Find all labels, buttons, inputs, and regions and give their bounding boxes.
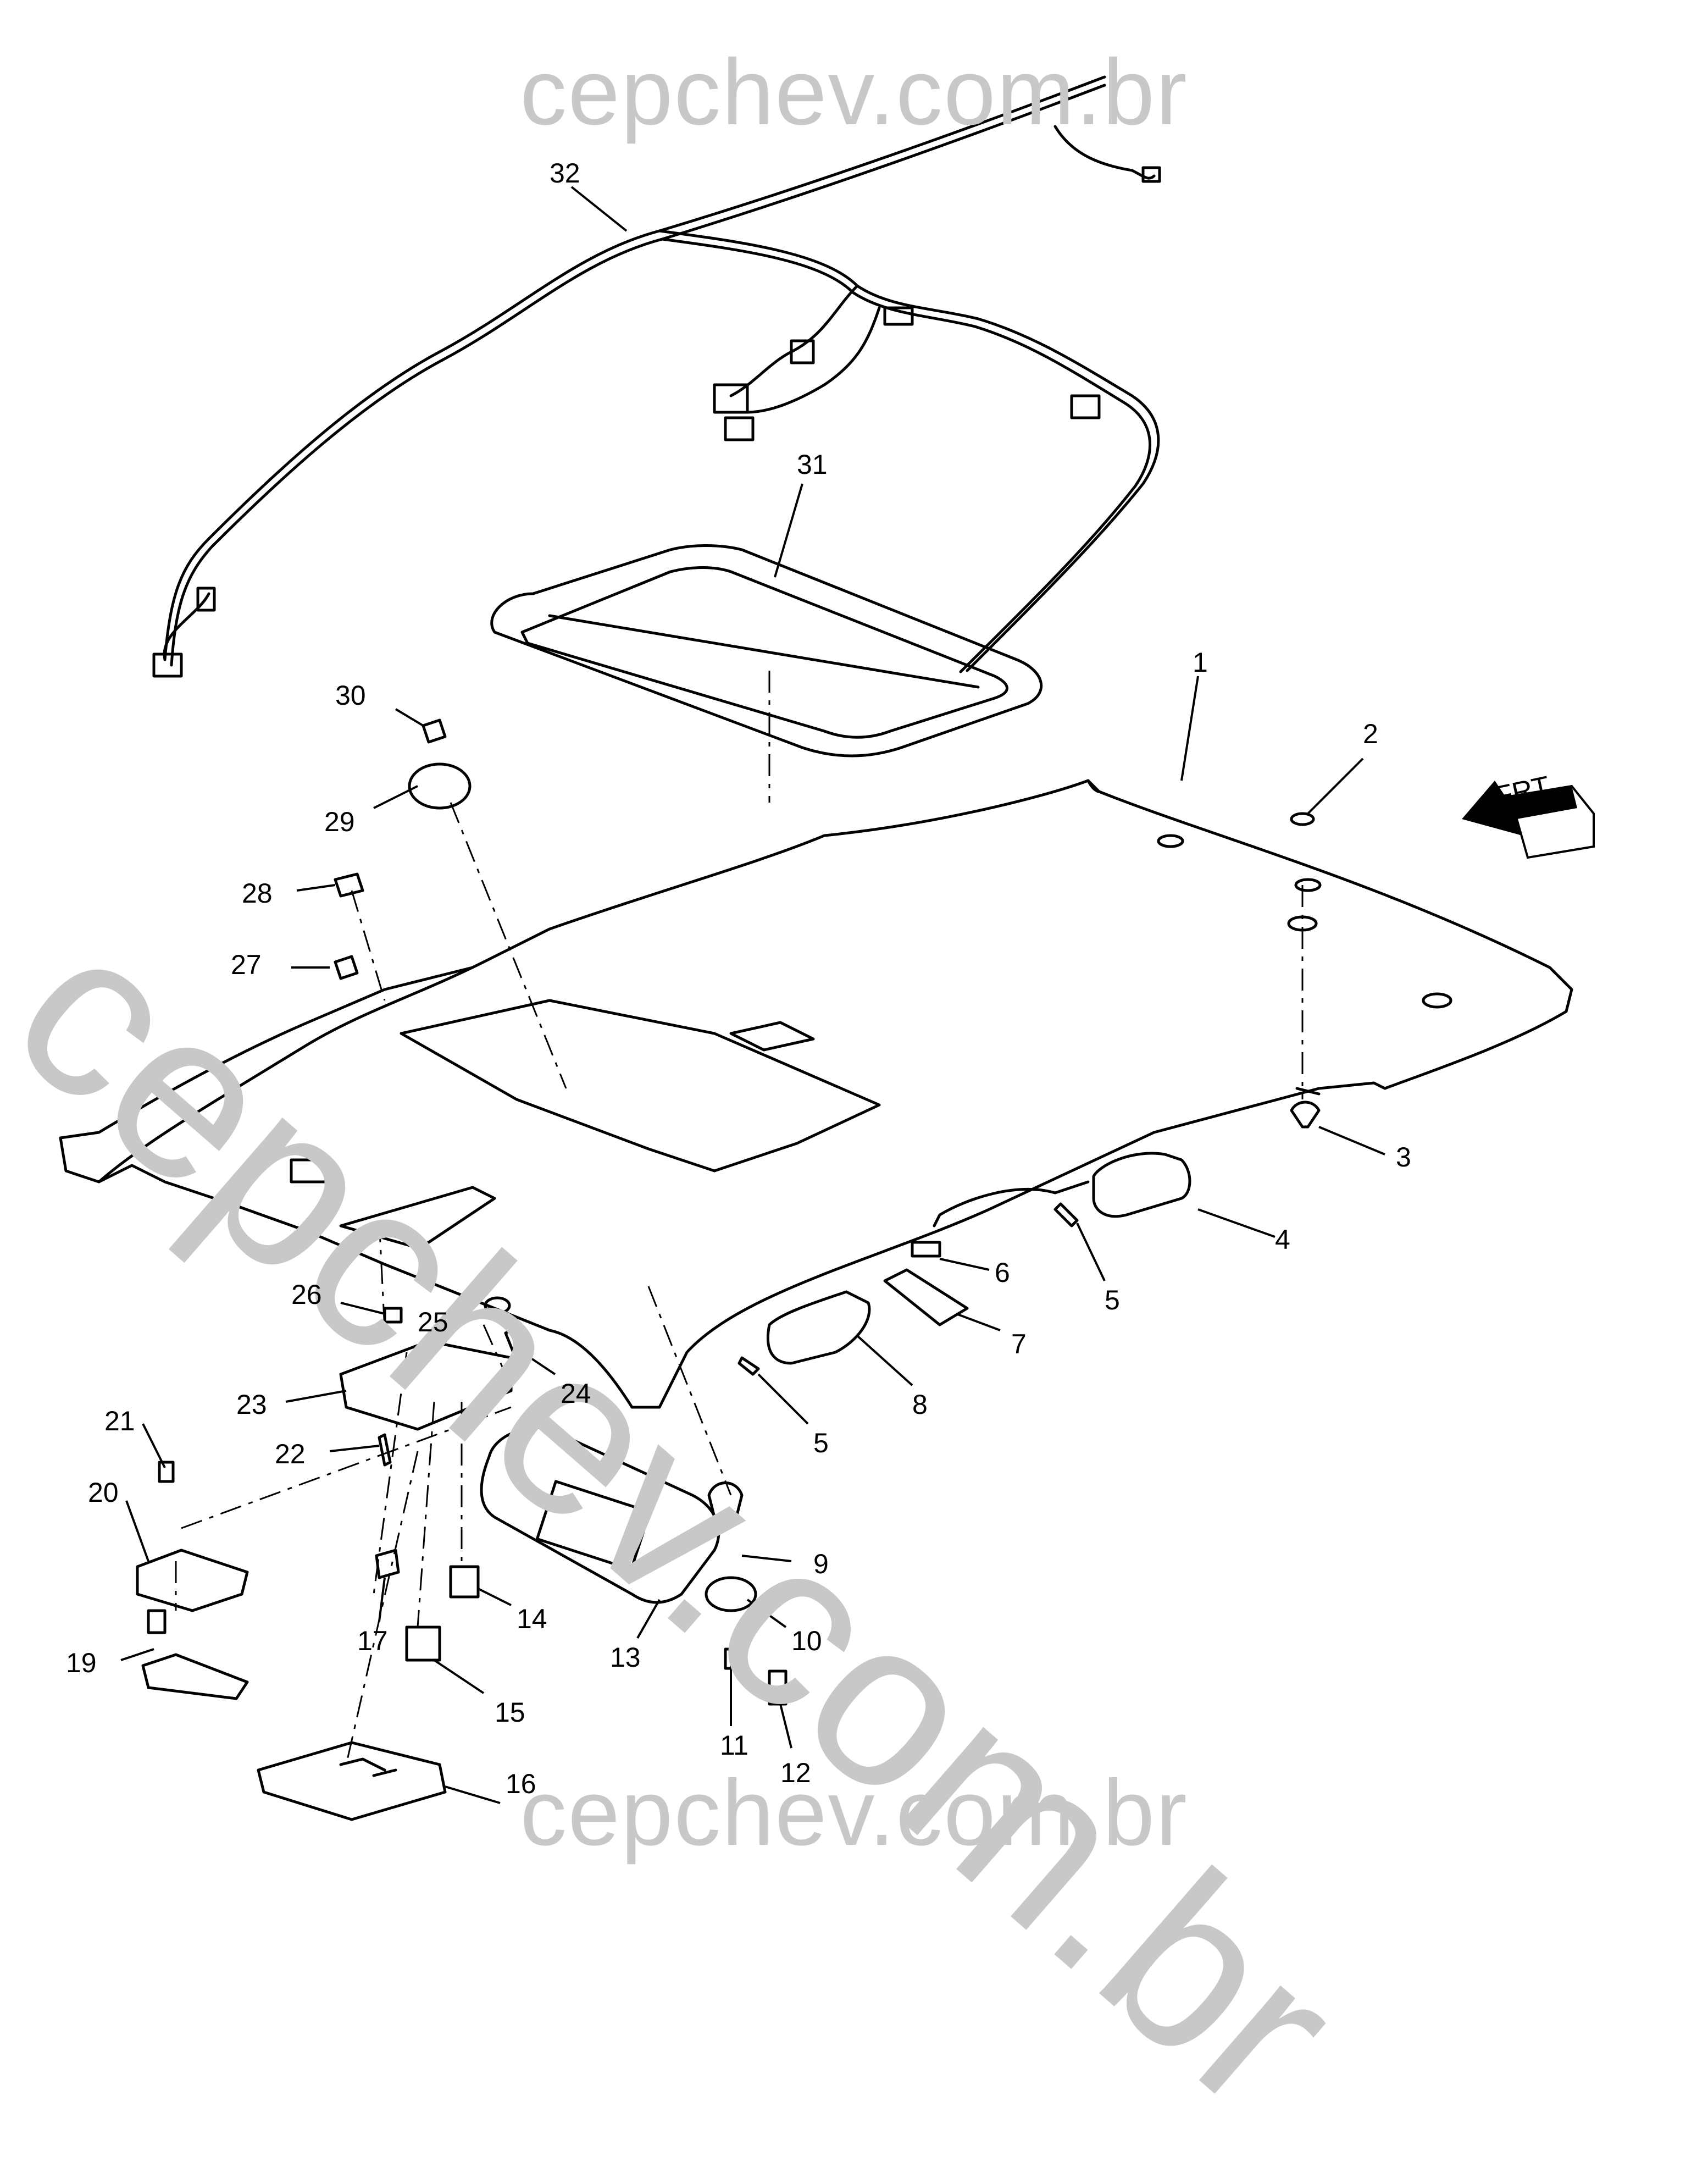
visor-clip-12: [768, 1669, 788, 1706]
screw-24: [504, 1329, 524, 1362]
callout-15: 15: [495, 1697, 525, 1728]
callout-31: 31: [797, 449, 828, 480]
headliner-exploded-diagram: [59, 75, 1595, 1821]
callout-10: 10: [791, 1625, 822, 1656]
nut-25: [484, 1296, 511, 1315]
callout-32: 32: [550, 158, 580, 189]
callout-24: 24: [561, 1378, 591, 1409]
callout-30: 30: [335, 680, 366, 711]
console-bracket-23: [339, 1340, 513, 1431]
switch-14: [449, 1565, 480, 1599]
lamp-7: [883, 1268, 969, 1326]
screw-5-upper: [1053, 1202, 1079, 1227]
callout-19: 19: [66, 1647, 97, 1678]
callout-16: 16: [506, 1768, 536, 1799]
grab-handle-4: [933, 1152, 1191, 1227]
fastener-2: [1290, 812, 1315, 826]
callout-28: 28: [242, 878, 273, 909]
grab-handle-8: [766, 1290, 871, 1365]
callout-22: 22: [275, 1439, 306, 1469]
watermark-top: cepchev.com.br: [520, 40, 1188, 145]
leader-lines: [120, 186, 1385, 1804]
screw-5-lower: [737, 1356, 760, 1376]
callout-7: 7: [1011, 1329, 1027, 1359]
knob-17: [375, 1549, 400, 1579]
callout-26: 26: [291, 1279, 322, 1310]
callout-4: 4: [1275, 1224, 1290, 1255]
clip-28: [334, 872, 364, 898]
callout-1: 1: [1193, 647, 1208, 678]
callout-29: 29: [324, 806, 355, 837]
clip-27: [334, 955, 359, 980]
clip-6: [911, 1241, 941, 1258]
callout-23: 23: [236, 1389, 267, 1420]
callout-13: 13: [610, 1642, 641, 1673]
bulb-19: [147, 1609, 167, 1634]
callout-3: 3: [1396, 1142, 1411, 1173]
callout-21: 21: [104, 1406, 135, 1436]
callout-17: 17: [357, 1625, 388, 1656]
callout-11: 11: [720, 1730, 748, 1761]
wiring-harness-32: [152, 75, 1161, 678]
callout-5-upper: 5: [1105, 1285, 1120, 1315]
watermark-bottom: cepchev.com.br: [520, 1761, 1188, 1865]
speaker-cover-29: [408, 762, 472, 810]
switch-15: [405, 1625, 441, 1662]
front-arrow-icon: [1462, 781, 1595, 859]
lens-18: [141, 1653, 249, 1700]
fastener-3: [1290, 1101, 1321, 1129]
callout-5-lower: 5: [813, 1428, 829, 1458]
callout-14: 14: [517, 1603, 547, 1634]
callout-8: 8: [912, 1389, 928, 1420]
callout-25: 25: [418, 1307, 448, 1337]
sunroof-frame-31: [490, 544, 1043, 757]
callout-20: 20: [88, 1477, 119, 1508]
callout-27: 27: [231, 949, 262, 980]
reading-lamp-20: [136, 1549, 249, 1612]
callout-9: 9: [813, 1549, 829, 1579]
sunvisor-13: [480, 1426, 720, 1604]
alignment-lines: [175, 671, 1304, 1765]
visor-pivot-9: [707, 1481, 744, 1519]
visor-bezel-10: [705, 1576, 757, 1612]
headliner-1: [59, 779, 1573, 1409]
clip-21: [158, 1461, 175, 1483]
clip-30: [422, 718, 447, 744]
callout-6: 6: [995, 1257, 1010, 1288]
callout-2: 2: [1363, 718, 1378, 749]
callout-12: 12: [780, 1757, 811, 1788]
